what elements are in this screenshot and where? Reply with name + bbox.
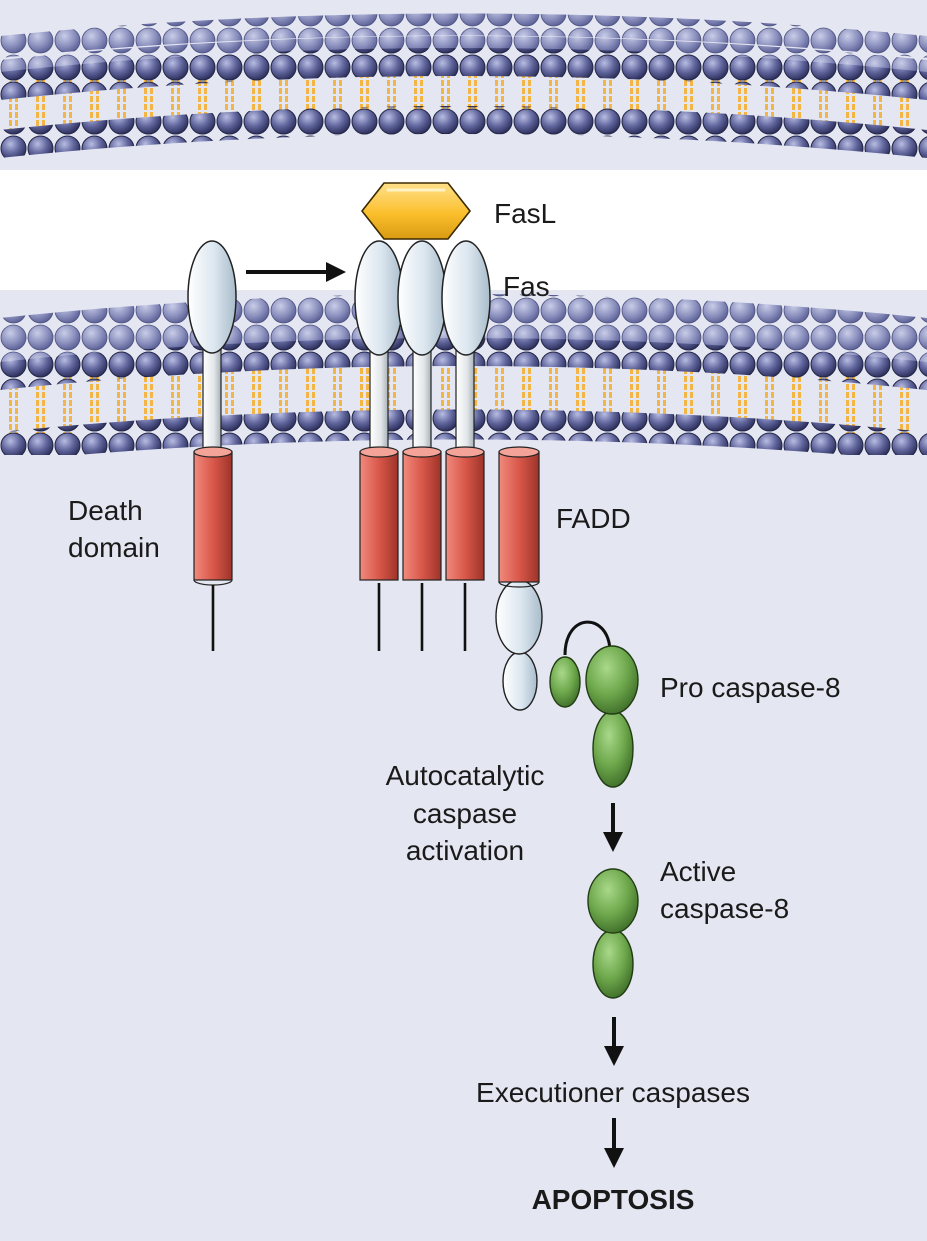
autocatalytic-label-line3: activation [406,835,524,866]
pro-caspase-8-label: Pro caspase-8 [660,672,841,703]
fas-receptor-unbound [187,240,237,651]
death-domain-label-line2: domain [68,532,160,563]
fas-label: Fas [503,271,550,302]
pro-caspase-8 [549,620,639,788]
autocatalytic-label-line1: Autocatalytic [386,760,545,791]
autocatalytic-label-line2: caspase [413,798,517,829]
active-caspase-8-label-line1: Active [660,856,736,887]
death-domain-label-line1: Death [68,495,143,526]
apoptosis-label: APOPTOSIS [532,1184,695,1215]
executioner-caspases-label: Executioner caspases [476,1077,750,1108]
active-caspase-8 [587,868,639,999]
fas-receptor-trimer [354,240,491,651]
active-caspase-8-label-line2: caspase-8 [660,893,789,924]
fadd-label: FADD [556,503,631,534]
fasl-ligand [360,182,472,240]
fadd-adaptor [495,446,543,711]
top-cell-membrane [0,0,927,170]
cytoplasm [0,455,927,1241]
fasl-label: FasL [494,198,556,229]
